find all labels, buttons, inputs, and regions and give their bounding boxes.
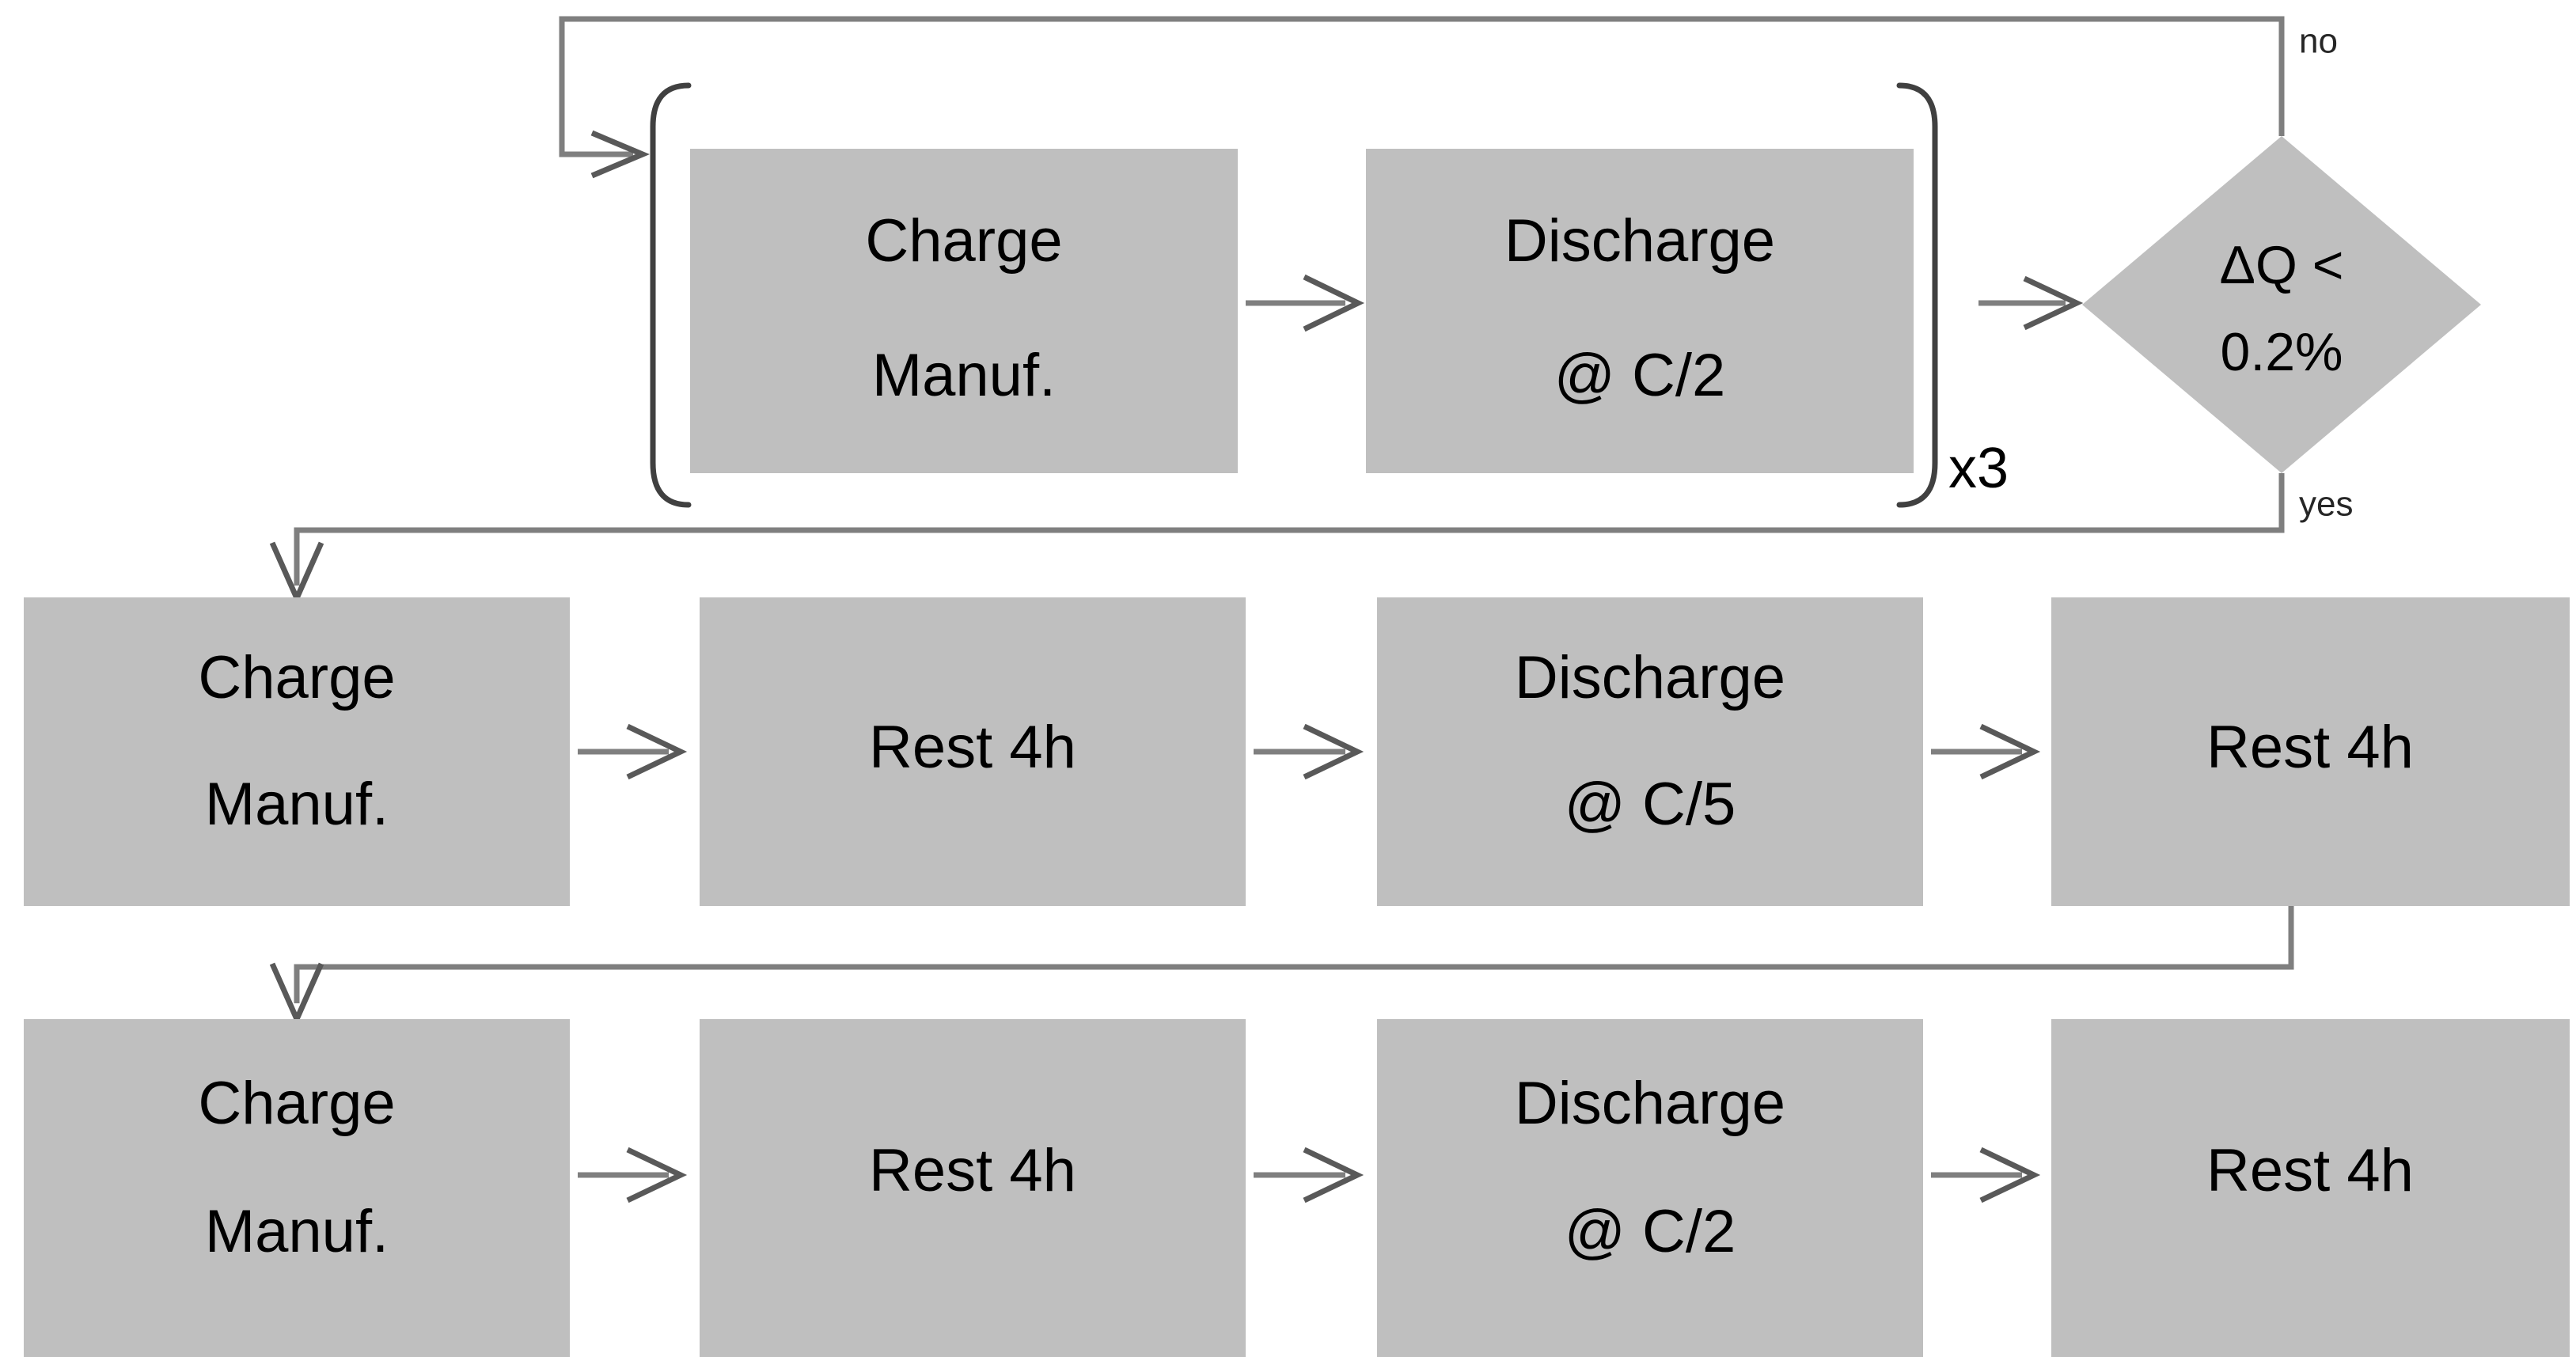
row-2-arrow-3: [1931, 723, 2041, 780]
svg-text:Rest 4h: Rest 4h: [2206, 1137, 2414, 1204]
decision-node-delta-q[interactable]: ΔQ < 0.2%: [2082, 136, 2481, 473]
row-3-arrow-2: [1254, 1147, 1364, 1203]
row-3-node-3[interactable]: Discharge @ C/2: [1377, 1019, 1923, 1357]
row-2-node-1[interactable]: Charge Manuf.: [24, 597, 570, 906]
row-1-node-1[interactable]: Charge Manuf.: [690, 149, 1238, 473]
feedback-loop-no-path: [559, 16, 2285, 179]
svg-text:Discharge: Discharge: [1515, 1070, 1785, 1137]
svg-text:0.2%: 0.2%: [2221, 322, 2343, 382]
svg-text:Charge: Charge: [865, 207, 1062, 275]
repeat-bracket: [650, 82, 1938, 508]
row-3-arrow-3: [1931, 1147, 2041, 1203]
svg-text:Charge: Charge: [198, 644, 395, 711]
svg-text:@ C/5: @ C/5: [1565, 771, 1736, 838]
row-3-node-1[interactable]: Charge Manuf.: [24, 1019, 570, 1357]
branch-label-yes: yes: [2299, 485, 2353, 524]
branch-label-no: no: [2299, 22, 2338, 61]
row-3-arrow-1: [578, 1147, 688, 1203]
repeat-count-label: x3: [1948, 437, 2009, 500]
svg-text:@ C/2: @ C/2: [1554, 342, 1726, 409]
row-2-arrow-2: [1254, 723, 1364, 780]
svg-text:@ C/2: @ C/2: [1565, 1198, 1736, 1265]
row2-to-row3-connector: [269, 906, 2294, 1026]
svg-text:Manuf.: Manuf.: [205, 771, 389, 838]
svg-text:Manuf.: Manuf.: [205, 1198, 389, 1265]
svg-text:Rest 4h: Rest 4h: [869, 714, 1076, 781]
row-3-node-2[interactable]: Rest 4h: [700, 1019, 1246, 1357]
row-3-node-4[interactable]: Rest 4h: [2051, 1019, 2570, 1357]
svg-text:Rest 4h: Rest 4h: [2206, 714, 2414, 781]
svg-text:Charge: Charge: [198, 1070, 395, 1137]
svg-text:Discharge: Discharge: [1515, 644, 1785, 711]
svg-text:Manuf.: Manuf.: [872, 342, 1056, 409]
row-2-node-2[interactable]: Rest 4h: [700, 597, 1246, 906]
row-1-arrow-1: [1246, 274, 1365, 332]
row-1-node-2[interactable]: Discharge @ C/2: [1366, 149, 1914, 473]
svg-text:Discharge: Discharge: [1504, 207, 1775, 275]
row-2-node-4[interactable]: Rest 4h: [2051, 597, 2570, 906]
row-2-node-3[interactable]: Discharge @ C/5: [1377, 597, 1923, 906]
svg-text:Rest 4h: Rest 4h: [869, 1137, 1076, 1204]
svg-text:ΔQ <: ΔQ <: [2220, 235, 2344, 295]
loop-arrow-head: [590, 130, 651, 179]
row-2-arrow-1: [578, 723, 688, 780]
row-1-arrow-to-decision: [1978, 275, 2084, 331]
